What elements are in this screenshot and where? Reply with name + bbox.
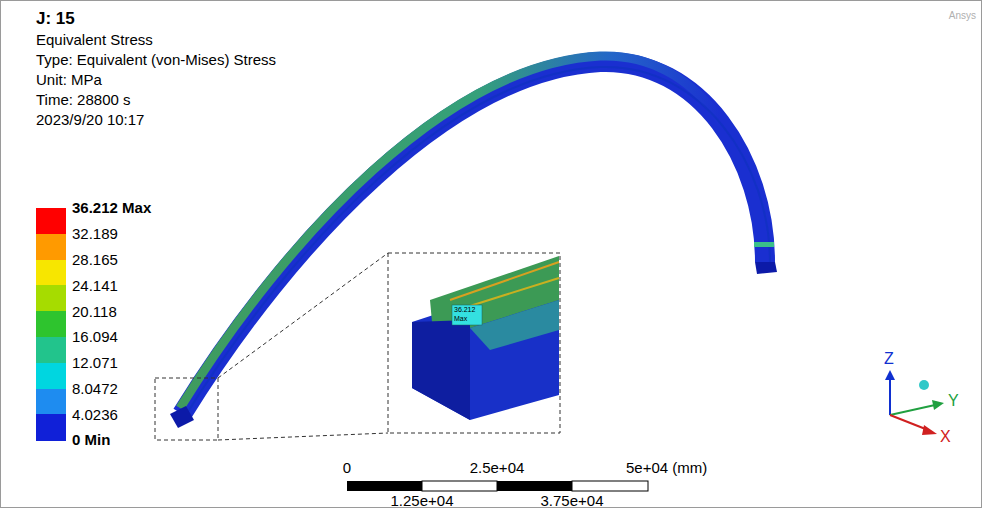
date-note: 2023/9/20 10:17 [36,111,144,128]
legend-swatch [36,208,66,234]
legend-swatch [36,260,66,286]
unit-note: Unit: MPa [36,71,102,88]
scale-bar [572,481,648,491]
time-note: Time: 28800 s [36,91,131,108]
legend-swatch [36,337,66,363]
axis-x [890,415,928,430]
zoom-frame [155,378,218,440]
axis-z-head [885,370,895,380]
scale-value: 1.25e+04 [391,492,454,508]
legend-value: 24.141 [72,277,118,294]
legend-value: 32.189 [72,225,118,242]
zoom-leader [218,433,388,440]
result-type: Type: Equivalent (von-Mises) Stress [36,51,276,68]
legend-swatch [36,363,66,389]
scale-value: 5e+04 (mm) [626,459,707,476]
axis-label: Y [948,392,959,410]
probe-value: 36.212 [454,306,475,314]
inset-end-face [412,320,470,420]
beam-end [170,406,194,428]
triad-ball [919,380,929,390]
result-title: J: 15 [36,9,75,29]
scale-bar [347,481,422,491]
legend-value: 4.0236 [72,406,118,423]
legend-swatch [36,389,66,415]
inset-transition [470,300,559,350]
probe-max: Max [454,315,467,323]
beam-end [755,262,777,274]
legend-swatch [36,414,66,440]
zoom-frame [388,253,560,433]
watermark: Ansys [949,10,976,22]
beam-ring [754,242,774,247]
axis-label: X [940,428,951,446]
legend-value: 20.118 [72,303,117,320]
legend-min: 0 Min [72,431,110,448]
result-name: Equivalent Stress [36,31,153,48]
legend-swatch [36,285,66,311]
legend-swatch [36,234,66,260]
scale-value: 0 [343,459,351,476]
inset-hot-line [470,278,559,306]
legend-swatch [36,311,66,337]
legend-value: 16.094 [72,328,118,345]
legend-value: 12.071 [72,354,118,371]
axis-x-head [922,425,937,435]
axis-y-head [932,400,944,410]
legend-value: 36.212 Max [72,199,151,216]
zoom-leader [218,253,388,378]
scale-value: 3.75e+04 [541,492,604,508]
axis-z [889,378,891,415]
axis-y [890,405,935,415]
legend-value: 8.0472 [72,380,118,397]
probe-box [452,305,482,325]
legend-value: 28.165 [72,251,118,268]
scale-bar [422,481,497,491]
scale-bar [497,481,572,491]
scale-value: 2.5e+04 [470,459,525,476]
axis-label: Z [884,350,894,368]
